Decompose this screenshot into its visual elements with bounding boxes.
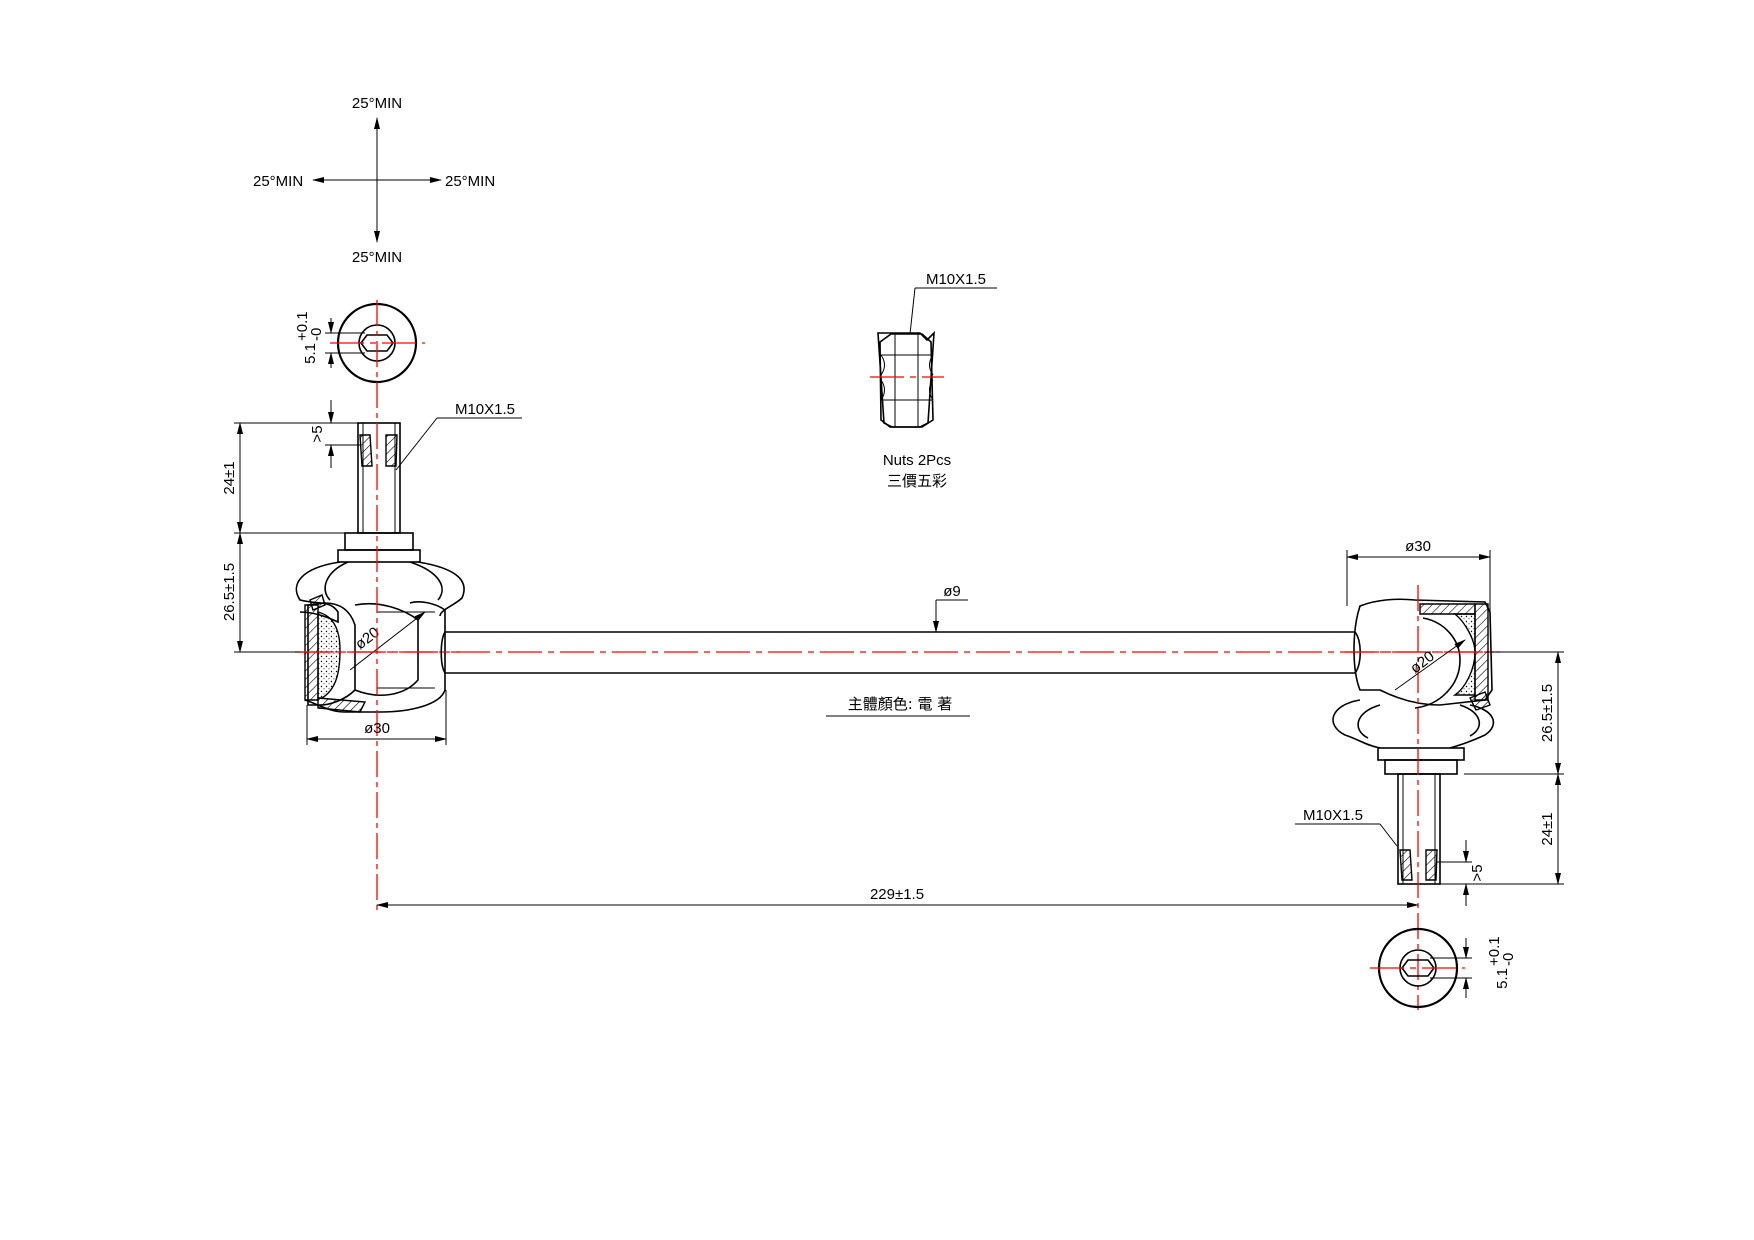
right-collar (1377, 747, 1465, 761)
right-stud-length: 24±1 (1539, 812, 1556, 845)
right-stud (1397, 773, 1441, 885)
angle-left-label: 25°MIN (253, 173, 303, 190)
nut-finish-label: 三價五彩 (887, 472, 947, 490)
nut-thread-label: M10X1.5 (926, 271, 986, 288)
left-boot-right (417, 561, 465, 617)
nut-leader (909, 287, 916, 335)
right-hex-depth: >5 (1469, 864, 1486, 881)
right-hex-tol-lower: -0 (1500, 953, 1517, 966)
right-ball-joint: ø20 ø30 26.5±1.5 24±1 >5 M10X1.5 (1295, 538, 1564, 1010)
right-boot-left (1332, 699, 1381, 749)
left-ball-joint: ø20 M10X1.5 >5 24±1 26.5±1.5 ø30 (221, 300, 522, 910)
angle-up-label: 25°MIN (352, 95, 402, 112)
left-hex-tol-lower: -0 (308, 328, 325, 341)
left-hex-dim: 5.1 (302, 343, 319, 364)
right-boot-right (1449, 704, 1495, 749)
right-ball-height: 26.5±1.5 (1539, 684, 1556, 742)
left-hex-tol-upper: +0.1 (294, 311, 311, 341)
nut-detail: M10X1.5 Nuts 2Pcs 三價五彩 (870, 271, 997, 490)
right-hex-dim: 5.1 (1494, 968, 1511, 989)
rod-dia-label: ø9 (943, 583, 961, 600)
overall-length-label: 229±1.5 (870, 886, 924, 903)
right-thread-label: M10X1.5 (1303, 807, 1363, 824)
left-ball-height: 26.5±1.5 (221, 563, 238, 621)
right-bottom-view: 5.1 +0.1 -0 (1370, 927, 1517, 1009)
nut-outline (877, 330, 935, 428)
rod: ø9 主體顏色: 電 著 (300, 583, 1500, 717)
right-hex-tol-upper: +0.1 (1486, 936, 1503, 966)
left-thread-label: M10X1.5 (455, 401, 515, 418)
left-hex-depth: >5 (309, 425, 326, 442)
left-housing-dia: ø30 (364, 720, 390, 737)
left-stud-length: 24±1 (221, 461, 238, 494)
left-collar (344, 532, 414, 551)
overall-length-dimension: 229±1.5 (376, 886, 1419, 908)
nut-qty-label: Nuts 2Pcs (883, 452, 951, 469)
nut-hex-body (879, 333, 934, 428)
left-ball (354, 602, 419, 696)
left-top-view: 5.1 +0.1 -0 (294, 302, 425, 384)
right-ball (1414, 617, 1461, 709)
angle-right-label: 25°MIN (445, 173, 495, 190)
angle-indicator: 25°MIN 25°MIN 25°MIN 25°MIN (253, 95, 495, 266)
right-housing-dia: ø30 (1405, 538, 1431, 555)
rod-body-color-note: 主體顏色: 電 著 (848, 695, 953, 713)
angle-down-label: 25°MIN (352, 249, 402, 266)
